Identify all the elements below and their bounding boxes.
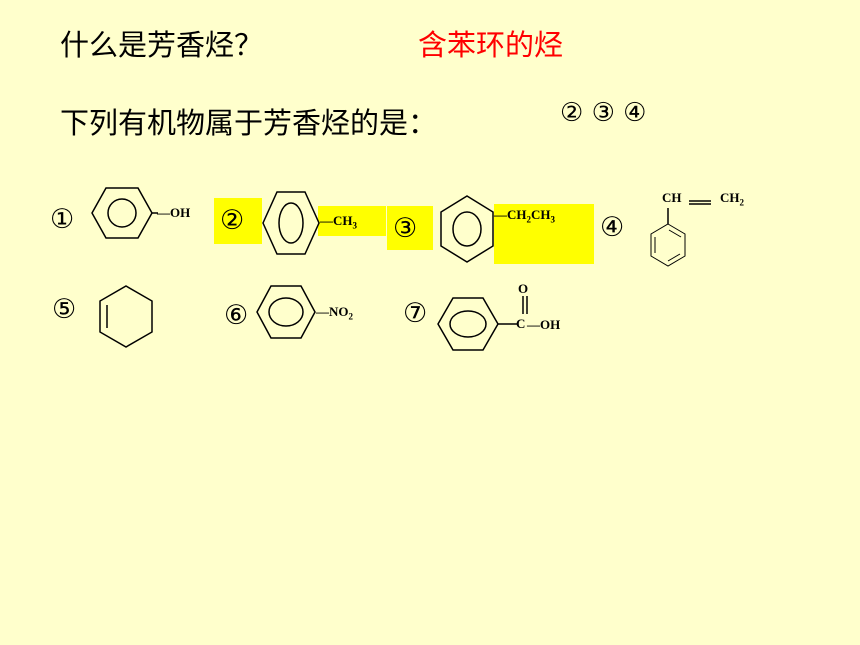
toluene-ring-icon <box>262 191 320 255</box>
highlight-number-3 <box>387 206 433 250</box>
label-oh: —OH <box>157 205 191 220</box>
number-4: ④ <box>600 212 625 243</box>
number-1: ① <box>50 204 75 235</box>
number-6: ⑥ <box>224 300 249 331</box>
phenol-ring-icon <box>91 187 158 239</box>
number-3: ③ <box>393 213 418 244</box>
highlight-ch2ch3 <box>494 204 594 264</box>
label-c: C <box>516 316 526 331</box>
styrene-ring-icon <box>650 200 711 267</box>
cyclohexene-ring-icon <box>99 285 153 348</box>
label-oh-acid: —OH <box>527 317 561 332</box>
number-7: ⑦ <box>403 298 428 329</box>
carboxyl-bond-icon <box>498 323 518 325</box>
highlight-ch3 <box>318 206 386 236</box>
question-what-is-aromatic: 什么是芳香烃？ <box>60 28 264 62</box>
question-which-are-aromatic: 下列有机物属于芳香烃的是： <box>60 106 438 140</box>
highlight-number-2 <box>214 198 262 244</box>
number-5: ⑤ <box>52 294 77 325</box>
label-ch2ch3: —CH2CH3 <box>494 207 555 225</box>
number-2: ② <box>220 205 245 236</box>
answer-benzene-ring-hydrocarbon: 含苯环的烃 <box>418 28 564 62</box>
label-no2: —NO2 <box>316 304 353 322</box>
label-ch3: —CH3 <box>320 213 357 231</box>
label-ch: CH <box>662 190 682 205</box>
benzoic-acid-ring-icon <box>437 297 499 351</box>
label-ch2: CH2 <box>720 190 744 208</box>
carbonyl-double-bond-icon <box>522 296 528 314</box>
answer-numbers: ② ③ ④ <box>560 98 647 128</box>
label-o: O <box>518 281 529 296</box>
nitrobenzene-ring-icon <box>256 285 316 339</box>
ethylbenzene-ring-icon <box>440 195 494 263</box>
